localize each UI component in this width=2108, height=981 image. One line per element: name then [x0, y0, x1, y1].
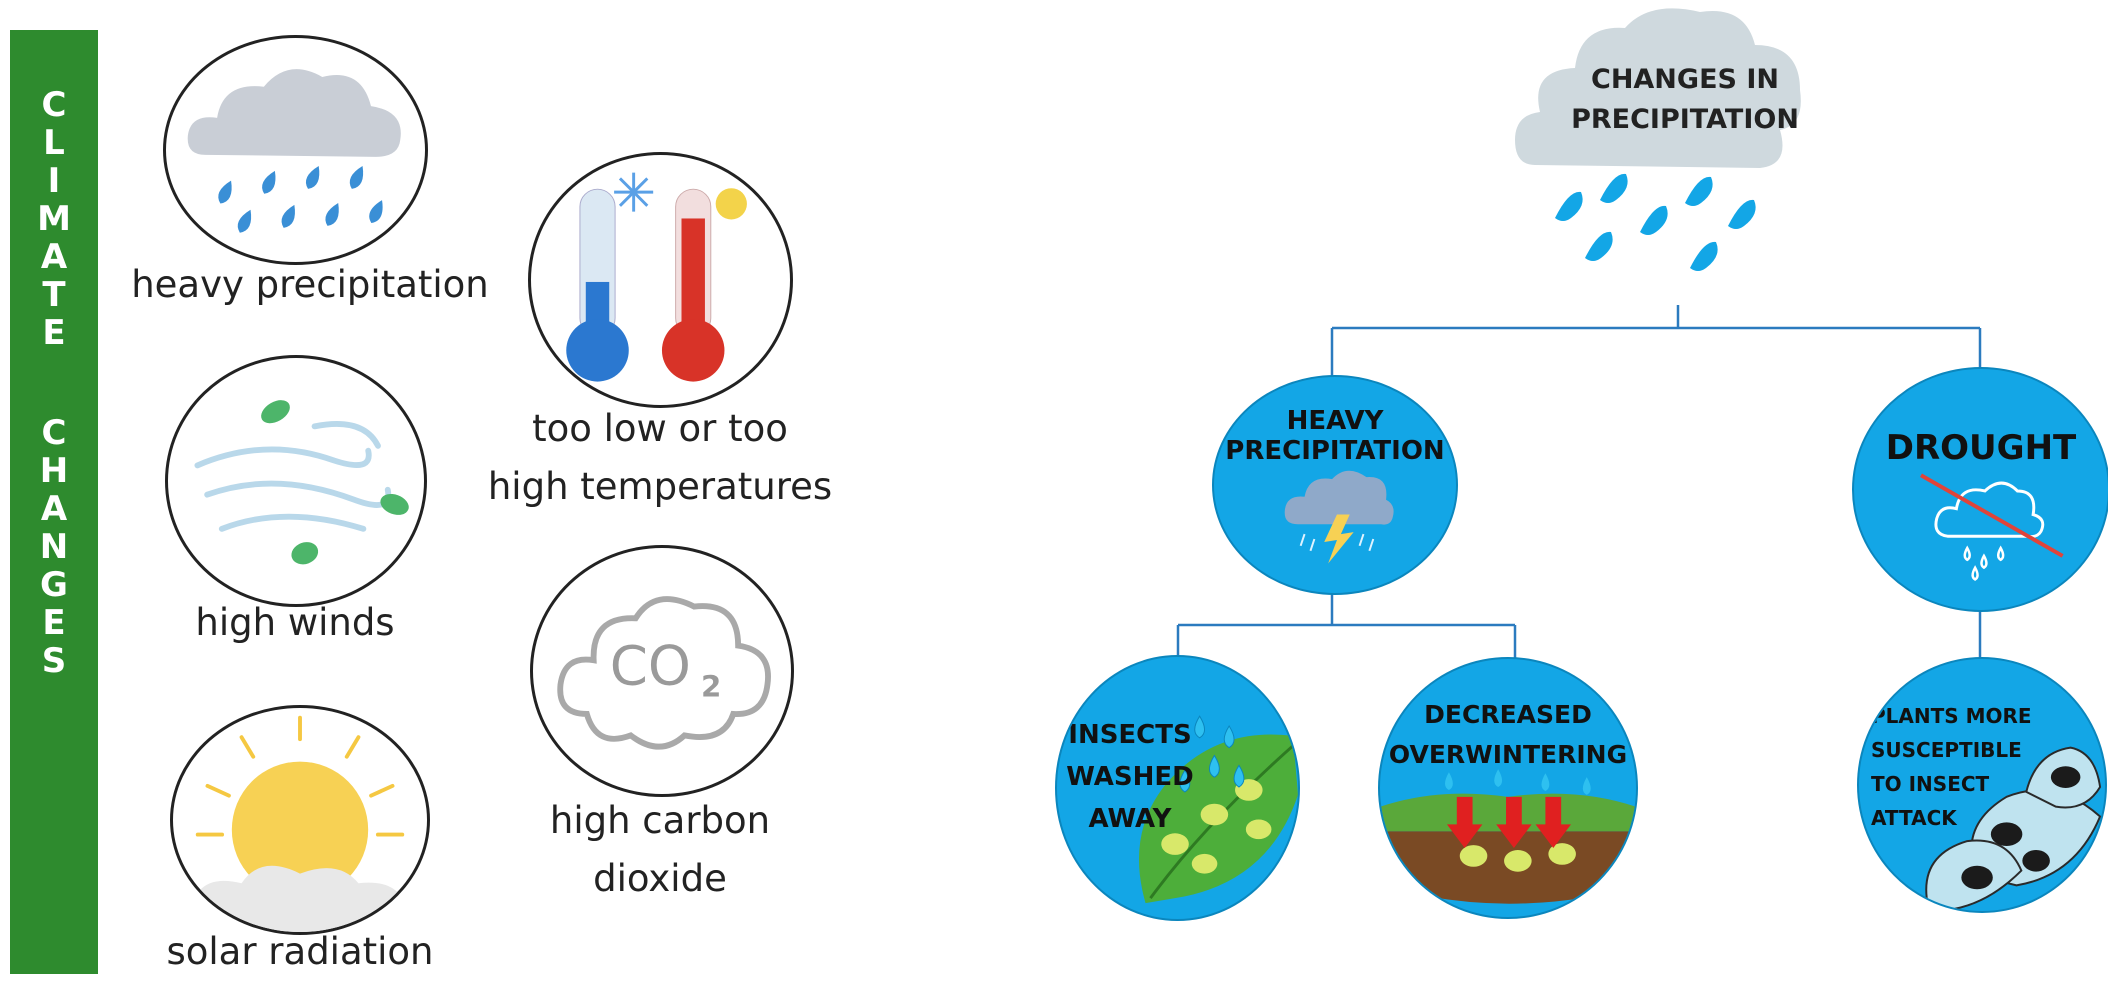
co2-text: CO [610, 634, 691, 698]
sidebar-letter: A [40, 489, 68, 529]
decreased-line2: OVERWINTERING [1388, 740, 1628, 769]
diagram-title-line2: PRECIPITATION [1571, 104, 1799, 135]
temperatures-label: too low or too high temperatures [470, 400, 850, 516]
drought-label: DROUGHT [1885, 428, 2077, 468]
sidebar-letter: T [42, 275, 66, 315]
decreased-overwintering-label: DECREASED OVERWINTERING [1380, 695, 1636, 775]
sidebar-letter: S [41, 641, 67, 681]
heavy-line1: HEAVY [1286, 406, 1384, 436]
heavy-precipitation-node: HEAVY PRECIPITATION [1212, 375, 1458, 595]
drought-node: DROUGHT [1852, 367, 2108, 612]
sidebar-letter: M [37, 199, 71, 239]
wind-icon [165, 355, 427, 607]
insects-line1: INSECTS [1068, 720, 1192, 750]
sidebar-letter: E [42, 603, 66, 643]
rain-cloud-icon [163, 35, 428, 265]
leaf-insects-icon [1138, 715, 1298, 904]
temperatures-label-line1: too low or too [532, 407, 788, 450]
sun-icon [170, 705, 430, 935]
no-rain-icon [1920, 473, 2064, 581]
carbon-dioxide-label: high carbon dioxide [510, 792, 810, 908]
rain-drops-icon [1555, 173, 1756, 271]
sidebar-letter: C [41, 413, 67, 453]
title-cloud [1515, 8, 1801, 169]
sidebar-letter: N [39, 527, 69, 567]
sidebar-letter: H [39, 451, 69, 491]
plants-line4: ATTACK [1871, 806, 1957, 830]
diagram-title: CHANGES IN PRECIPITATION [1520, 60, 1850, 140]
insects-line2: WASHED [1066, 762, 1194, 792]
decreased-line1: DECREASED [1424, 700, 1592, 729]
co2-subscript: 2 [701, 669, 721, 703]
sidebar-letter: E [42, 313, 66, 353]
storm-cloud-icon [1284, 470, 1394, 564]
carbon-dioxide-label-line2: dioxide [593, 857, 727, 900]
sidebar-letter: L [43, 123, 65, 163]
plants-line2: SUSCEPTIBLE [1871, 738, 2022, 762]
insects-line3: AWAY [1088, 804, 1172, 834]
insects-washed-away-label: INSECTS WASHED AWAY [1065, 714, 1195, 840]
heavy-precipitation-label: heavy precipitation [131, 263, 489, 306]
temperatures-label-line2: high temperatures [487, 465, 833, 508]
sidebar-letter: A [40, 237, 68, 277]
plants-line1: PLANTS MORE [1871, 704, 2032, 728]
heavy-line2: PRECIPITATION [1225, 435, 1445, 466]
high-winds-label: high winds [195, 601, 395, 644]
heavy-precipitation-node-label: HEAVY PRECIPITATION [1214, 406, 1456, 467]
damaged-leaves-icon [1925, 746, 2102, 911]
soil-insects-icon [1380, 769, 1636, 904]
solar-radiation-label: solar radiation [166, 930, 434, 973]
insects-washed-away-node: INSECTS WASHED AWAY [1055, 655, 1300, 921]
plants-line3: TO INSECT [1871, 772, 1990, 796]
thermometers-icon [528, 152, 793, 408]
sidebar-letter: I [47, 161, 61, 201]
co2-cloud-icon: CO 2 [530, 545, 794, 797]
sidebar-letter: G [40, 565, 68, 605]
sidebar-letter: C [41, 85, 67, 125]
diagram-title-line1: CHANGES IN [1591, 64, 1779, 95]
plants-susceptible-node: PLANTS MORE SUSCEPTIBLE TO INSECT ATTACK [1857, 657, 2107, 913]
carbon-dioxide-label-line1: high carbon [549, 799, 771, 842]
decreased-overwintering-node: DECREASED OVERWINTERING [1378, 657, 1638, 919]
plants-susceptible-label: PLANTS MORE SUSCEPTIBLE TO INSECT ATTACK [1871, 699, 2041, 835]
